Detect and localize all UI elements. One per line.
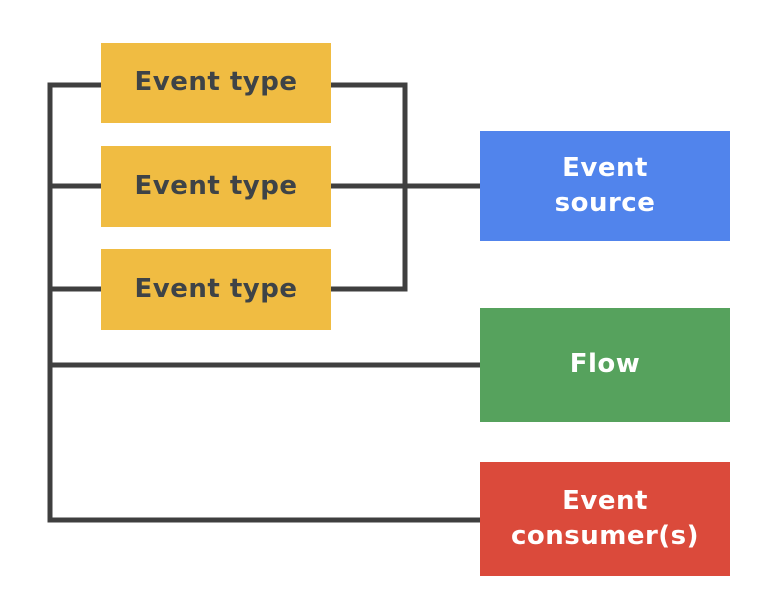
flow-label: Flow xyxy=(569,349,641,380)
event-type-3-node: Event type xyxy=(101,249,331,330)
event-source-node: Event source xyxy=(480,131,730,241)
event-type-3-label: Event type xyxy=(134,273,298,304)
event-consumers-label: Event consumer(s) xyxy=(510,485,700,551)
event-type-2-node: Event type xyxy=(101,146,331,227)
event-type-2-label: Event type xyxy=(134,170,298,201)
event-type-1-label: Event type xyxy=(134,67,298,98)
flow-node: Flow xyxy=(480,308,730,422)
event-source-label: Event source xyxy=(554,152,656,218)
event-consumers-node: Event consumer(s) xyxy=(480,462,730,576)
event-type-1-node: Event type xyxy=(101,43,331,123)
